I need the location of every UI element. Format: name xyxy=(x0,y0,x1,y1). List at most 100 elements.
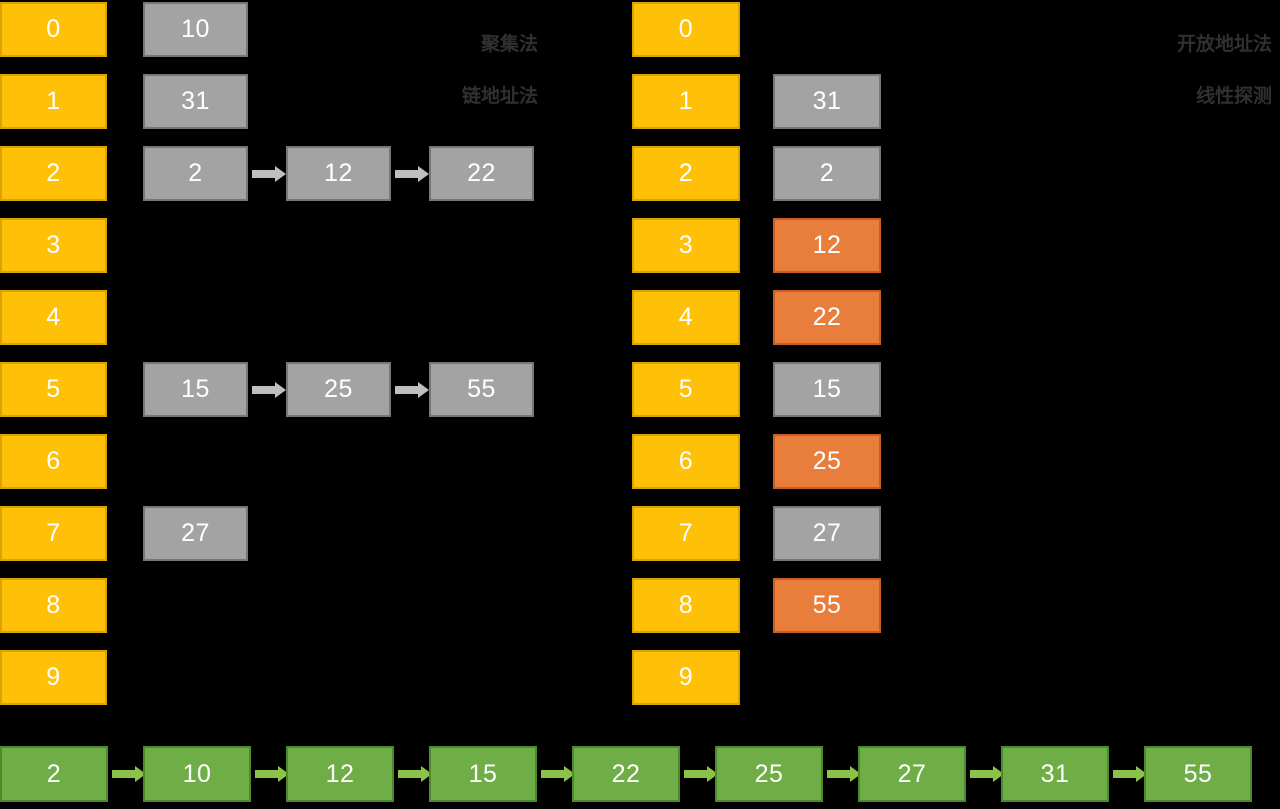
sorted-arrow-6 xyxy=(970,765,1004,783)
cell-label: 9 xyxy=(46,663,61,691)
cell-label: 0 xyxy=(46,15,61,43)
slot-value-6[interactable]: 25 xyxy=(773,434,881,489)
sorted-item-2[interactable]: 12 xyxy=(286,746,394,802)
bucket-index-1[interactable]: 1 xyxy=(0,74,107,129)
sorted-arrow-4 xyxy=(684,765,718,783)
cell-label: 31 xyxy=(1040,759,1070,788)
bucket-index-3[interactable]: 3 xyxy=(0,218,107,273)
slot-index-1[interactable]: 1 xyxy=(632,74,740,129)
chain-arrow-5-1 xyxy=(395,381,429,399)
cell-label: 55 xyxy=(1183,759,1213,788)
sorted-item-6[interactable]: 27 xyxy=(858,746,966,802)
chain-node-0-0[interactable]: 10 xyxy=(143,2,248,57)
chain-node-1-0[interactable]: 31 xyxy=(143,74,248,129)
cell-label: 22 xyxy=(611,759,641,788)
cell-label: 8 xyxy=(46,591,61,619)
cell-label: 27 xyxy=(897,759,927,788)
sorted-item-1[interactable]: 10 xyxy=(143,746,251,802)
cell-label: 31 xyxy=(812,87,842,115)
slot-value-1[interactable]: 31 xyxy=(773,74,881,129)
chain-arrow-2-1 xyxy=(395,165,429,183)
cell-label: 22 xyxy=(467,159,496,187)
cell-label: 25 xyxy=(754,759,784,788)
cell-label: 4 xyxy=(678,303,694,331)
right-caption-line-2: 线性探测 xyxy=(1195,86,1272,107)
slot-index-6[interactable]: 6 xyxy=(632,434,740,489)
cell-label: 5 xyxy=(678,375,694,403)
cell-label: 55 xyxy=(812,591,842,619)
cell-label: 55 xyxy=(467,375,496,403)
cell-label: 25 xyxy=(812,447,842,475)
slot-index-7[interactable]: 7 xyxy=(632,506,740,561)
sorted-item-3[interactable]: 15 xyxy=(429,746,537,802)
cell-label: 0 xyxy=(678,15,694,43)
cell-label: 3 xyxy=(678,231,694,259)
bucket-index-7[interactable]: 7 xyxy=(0,506,107,561)
sorted-arrow-3 xyxy=(541,765,575,783)
sorted-item-4[interactable]: 22 xyxy=(572,746,680,802)
cell-label: 1 xyxy=(46,87,61,115)
slot-index-9[interactable]: 9 xyxy=(632,650,740,705)
sorted-item-7[interactable]: 31 xyxy=(1001,746,1109,802)
slot-value-4[interactable]: 22 xyxy=(773,290,881,345)
slot-value-8[interactable]: 55 xyxy=(773,578,881,633)
cell-label: 4 xyxy=(46,303,61,331)
slot-index-8[interactable]: 8 xyxy=(632,578,740,633)
sorted-arrow-0 xyxy=(112,765,146,783)
sorted-arrow-1 xyxy=(255,765,289,783)
cell-label: 10 xyxy=(181,15,210,43)
sorted-item-0[interactable]: 2 xyxy=(0,746,108,802)
chain-node-2-0[interactable]: 2 xyxy=(143,146,248,201)
cell-label: 31 xyxy=(181,87,210,115)
sorted-item-5[interactable]: 25 xyxy=(715,746,823,802)
cell-label: 2 xyxy=(46,159,61,187)
cell-label: 12 xyxy=(325,759,355,788)
right-panel-caption: 开放地址法 线性探测 xyxy=(1177,6,1272,136)
chain-node-7-0[interactable]: 27 xyxy=(143,506,248,561)
cell-label: 1 xyxy=(678,87,694,115)
sorted-arrow-5 xyxy=(827,765,861,783)
left-panel-caption: 聚集法 链地址法 xyxy=(462,6,538,136)
chain-node-5-2[interactable]: 55 xyxy=(429,362,534,417)
right-caption-line-1: 开放地址法 xyxy=(1176,34,1272,55)
slot-index-2[interactable]: 2 xyxy=(632,146,740,201)
cell-label: 10 xyxy=(182,759,212,788)
cell-label: 2 xyxy=(819,159,835,187)
bucket-index-4[interactable]: 4 xyxy=(0,290,107,345)
slot-value-3[interactable]: 12 xyxy=(773,218,881,273)
slot-value-2[interactable]: 2 xyxy=(773,146,881,201)
chain-node-5-1[interactable]: 25 xyxy=(286,362,391,417)
cell-label: 2 xyxy=(46,759,62,788)
sorted-arrow-2 xyxy=(398,765,432,783)
cell-label: 3 xyxy=(46,231,61,259)
slot-index-5[interactable]: 5 xyxy=(632,362,740,417)
cell-label: 8 xyxy=(678,591,694,619)
sorted-item-8[interactable]: 55 xyxy=(1144,746,1252,802)
cell-label: 25 xyxy=(324,375,353,403)
chain-node-5-0[interactable]: 15 xyxy=(143,362,248,417)
cell-label: 15 xyxy=(812,375,842,403)
chain-arrow-2-0 xyxy=(252,165,286,183)
bucket-index-9[interactable]: 9 xyxy=(0,650,107,705)
slot-index-3[interactable]: 3 xyxy=(632,218,740,273)
cell-label: 2 xyxy=(678,159,694,187)
bucket-index-5[interactable]: 5 xyxy=(0,362,107,417)
slot-value-5[interactable]: 15 xyxy=(773,362,881,417)
cell-label: 12 xyxy=(324,159,353,187)
cell-label: 15 xyxy=(181,375,210,403)
bucket-index-8[interactable]: 8 xyxy=(0,578,107,633)
left-caption-line-1: 聚集法 xyxy=(480,34,538,55)
cell-label: 27 xyxy=(181,519,210,547)
bucket-index-0[interactable]: 0 xyxy=(0,2,107,57)
bucket-index-6[interactable]: 6 xyxy=(0,434,107,489)
cell-label: 15 xyxy=(468,759,498,788)
bucket-index-2[interactable]: 2 xyxy=(0,146,107,201)
slot-value-7[interactable]: 27 xyxy=(773,506,881,561)
slot-index-4[interactable]: 4 xyxy=(632,290,740,345)
sorted-arrow-7 xyxy=(1113,765,1147,783)
chain-node-2-1[interactable]: 12 xyxy=(286,146,391,201)
chain-node-2-2[interactable]: 22 xyxy=(429,146,534,201)
cell-label: 5 xyxy=(46,375,61,403)
slot-index-0[interactable]: 0 xyxy=(632,2,740,57)
